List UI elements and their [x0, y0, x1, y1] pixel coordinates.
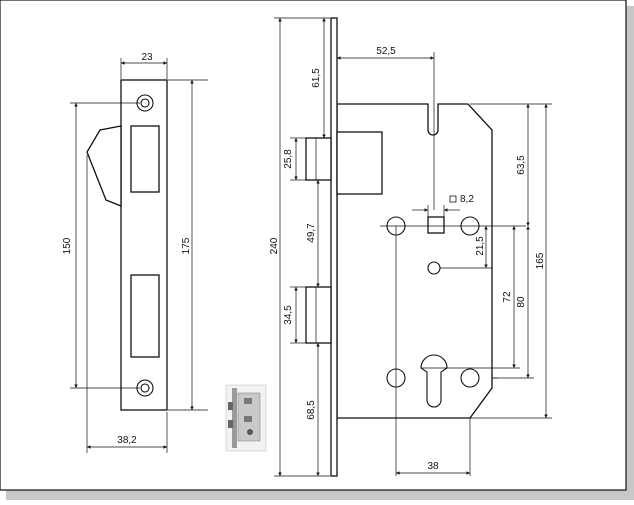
dim-center-72-label: 72	[502, 291, 513, 303]
dim-top-63-label: 63,5	[516, 155, 527, 175]
dim-screw-spacing: 38	[395, 226, 471, 476]
dim-case-height: 165	[470, 103, 552, 419]
dim-center-80: 80	[492, 226, 534, 379]
dim-strike-width-label: 23	[141, 52, 153, 63]
dim-case-height-label: 165	[535, 252, 546, 269]
dim-top-63: 63,5	[470, 103, 534, 226]
dim-latch-offset: 61,5	[311, 18, 331, 139]
dim-bolt-offset: 49,7	[306, 180, 320, 287]
dim-center-80-label: 80	[516, 296, 527, 308]
dim-latch-height: 25,8	[283, 137, 306, 181]
dim-spindle-gap: 21,5	[440, 226, 492, 269]
dim-strike-base-width: 38,2	[86, 155, 168, 453]
mortise-lock-photo-icon	[225, 384, 267, 452]
dim-hole-spacing: 150	[62, 102, 140, 389]
strike-plate	[86, 79, 168, 411]
frame-border	[0, 0, 627, 491]
mortise-lock-body	[305, 17, 493, 477]
dim-strike-height: 175	[168, 79, 208, 411]
dim-hole-spacing-label: 150	[62, 237, 73, 254]
dim-screw-spacing-label: 38	[427, 461, 439, 472]
dim-backset-label: 52,5	[376, 46, 396, 57]
dim-spindle-square-label: 8,2	[460, 194, 474, 205]
dim-bolt-offset-label: 49,7	[306, 223, 317, 243]
dim-strike-height-label: 175	[181, 237, 192, 254]
dim-spindle-square: 8,2	[412, 194, 474, 217]
dim-backset: 52,5	[337, 46, 435, 210]
dim-bolt-height-label: 34,5	[283, 305, 294, 325]
dim-center-72: 72	[502, 226, 516, 368]
dim-strike-base-width-label: 38,2	[117, 435, 137, 446]
dim-faceplate-height: 240	[269, 17, 330, 477]
dim-spindle-gap-label: 21,5	[475, 236, 486, 256]
dim-bottom-offset: 68,5	[306, 343, 320, 476]
dim-latch-offset-label: 61,5	[311, 68, 322, 88]
dim-latch-height-label: 25,8	[283, 149, 294, 169]
dim-strike-width: 23	[120, 52, 168, 79]
dim-faceplate-height-label: 240	[269, 237, 280, 254]
dim-bolt-height: 34,5	[283, 286, 306, 344]
dim-bottom-offset-label: 68,5	[306, 400, 317, 420]
